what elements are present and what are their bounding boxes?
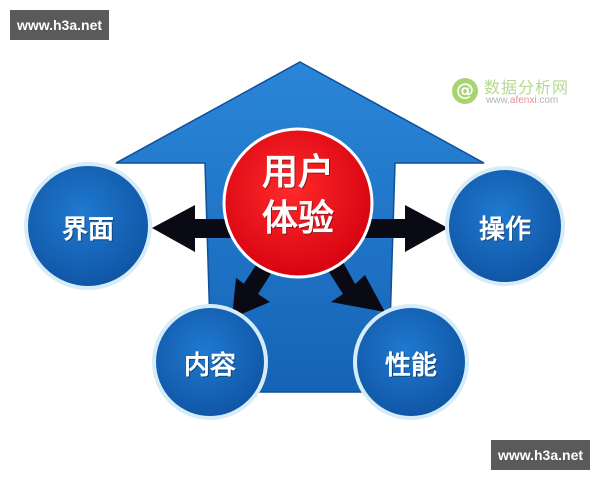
arrow-right-icon [365, 205, 448, 252]
connector-arrows [152, 205, 448, 318]
node-label-performance: 性能 [384, 351, 437, 381]
center-circle [222, 127, 374, 279]
node-circle-operation [445, 166, 565, 286]
node-circle-content [152, 304, 268, 420]
node-label-operation: 操作 [478, 215, 531, 245]
arrow-left-icon [152, 205, 235, 252]
logo-title: 数据分析网 [484, 78, 570, 97]
node-circle-performance [353, 304, 469, 420]
center-label-line2: 体验 [261, 198, 334, 239]
at-sign-icon: @ [452, 78, 478, 104]
arrow-down-right-icon [329, 262, 385, 312]
watermark-bottom: www.h3a.net [491, 440, 590, 470]
arrow-down-left-icon [232, 262, 272, 318]
afenxi-logo: @ 数据分析网 www.afenxi.com [450, 72, 590, 112]
center-label: 用户 体验 [233, 150, 363, 242]
node-circle-interface [24, 162, 152, 290]
watermark-top: www.h3a.net [10, 10, 109, 40]
center-label-line1: 用户 [261, 152, 334, 193]
node-label-content: 内容 [183, 351, 236, 381]
node-label-interface: 界面 [61, 215, 114, 245]
logo-url: www.afenxi.com [486, 95, 559, 106]
